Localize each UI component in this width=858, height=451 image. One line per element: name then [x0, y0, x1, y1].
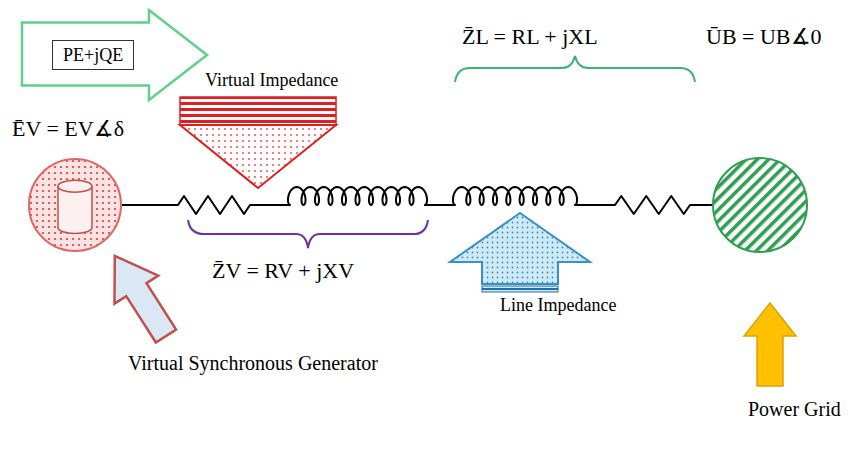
- component-label: Power Grid: [748, 398, 841, 420]
- cylinder-symbol: [58, 186, 92, 233]
- voltage-label: ĒV = EV∡δ: [12, 116, 124, 141]
- arrow-base-bars: [482, 286, 558, 292]
- equation-label: Z̄L = RL + jXL: [462, 24, 598, 49]
- grid-circle-shape: [713, 158, 807, 252]
- impedance-label: Line Impedance: [500, 295, 616, 315]
- arrow-body: [450, 213, 590, 284]
- node-outline: [28, 158, 122, 252]
- arrow-head: [180, 125, 336, 188]
- circuit-wire: [122, 187, 712, 214]
- line-impedance-arrow: [450, 213, 590, 292]
- cylinder-top: [58, 180, 92, 192]
- component-label: Virtual Synchronous Generator: [128, 352, 378, 374]
- generator-circle: ĒV = EV∡δ: [28, 158, 122, 252]
- equation-label: Z̄V = RV + jXV: [212, 258, 354, 283]
- virtual-impedance-bracket: [188, 220, 428, 248]
- generator-pointer-arrow: [93, 242, 188, 350]
- flow-arrow-shape: [22, 10, 207, 100]
- node-outline: [712, 157, 808, 253]
- impedance-label: Virtual Impedance: [205, 70, 338, 90]
- line-impedance-bracket: [455, 56, 695, 82]
- voltage-label: ŪB = UB∡0: [706, 24, 822, 49]
- generator-circle-shape: [29, 159, 121, 251]
- arrow-stripes: [180, 97, 336, 125]
- grid-circle: ŪB = UB∡0: [712, 157, 808, 253]
- pointer-arrow-shape: [93, 242, 188, 350]
- power-label: PE+jQE: [52, 40, 134, 71]
- virtual-impedance-arrow: [180, 97, 336, 188]
- power-flow-arrow: PE+jQE: [22, 10, 207, 100]
- power-grid-arrow: [744, 303, 796, 386]
